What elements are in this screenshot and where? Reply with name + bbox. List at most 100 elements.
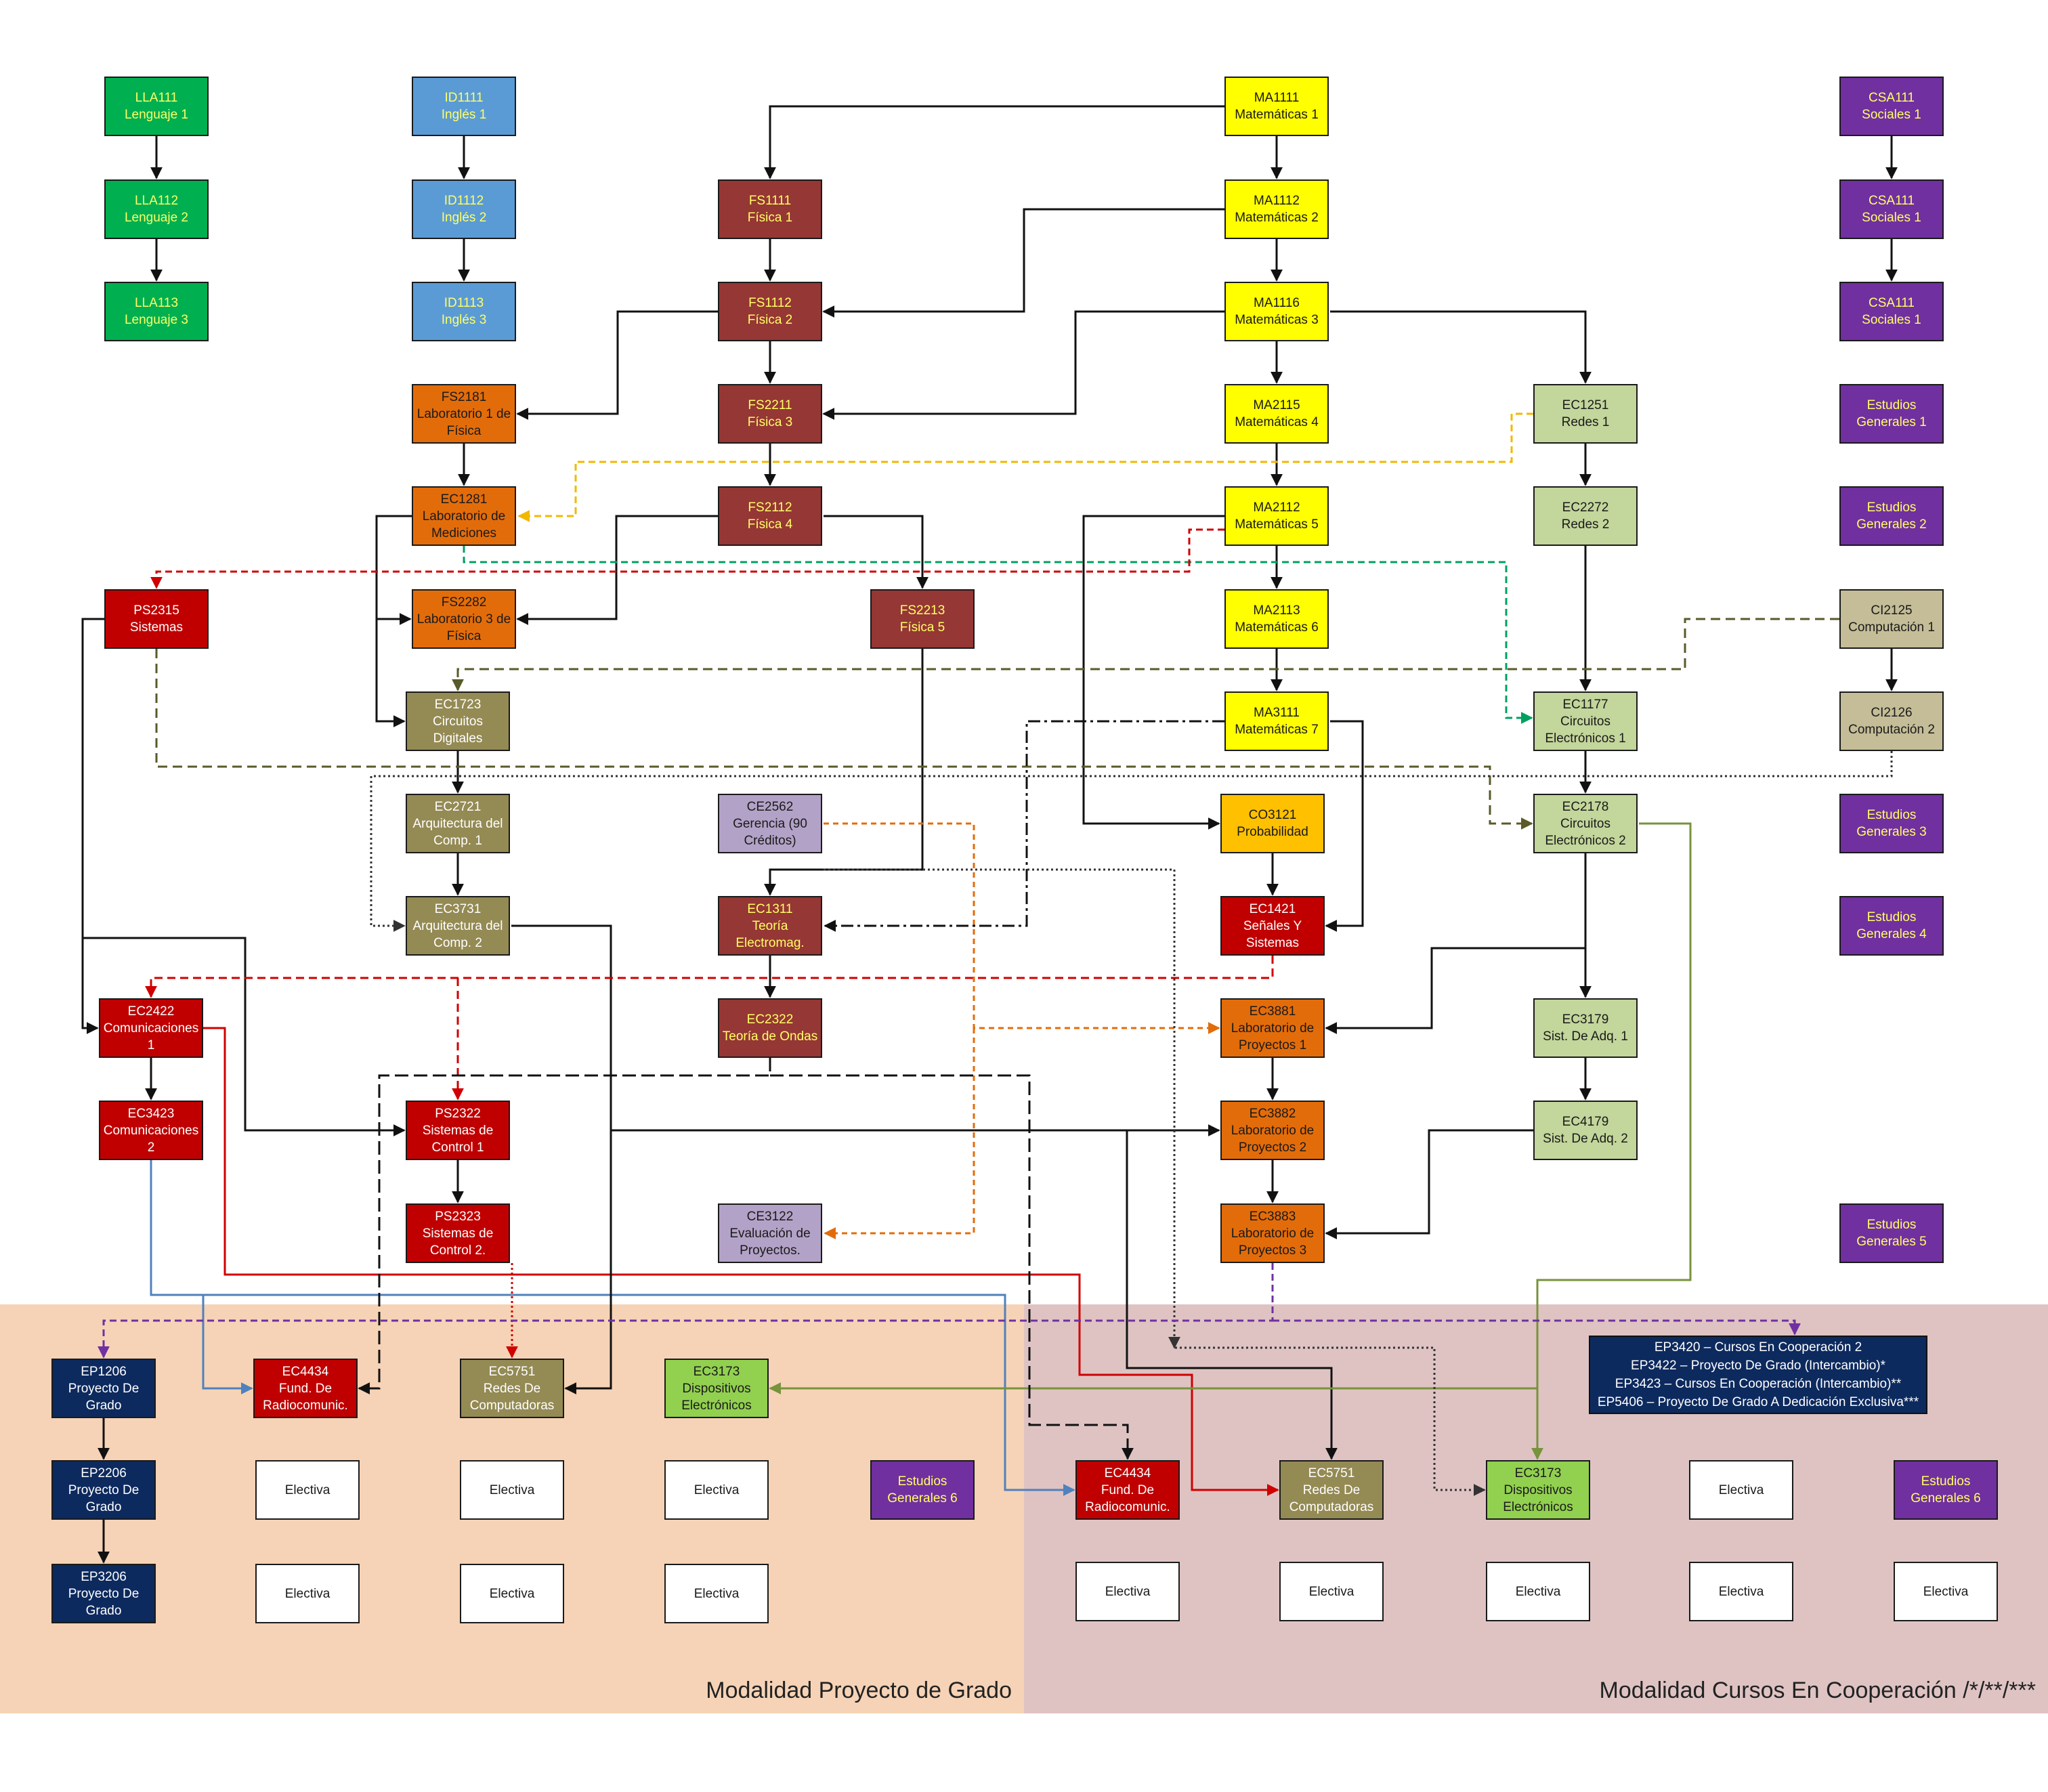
course-name: Redes De Computadoras bbox=[1289, 1482, 1374, 1514]
wire-ma3111-ec1311 bbox=[824, 720, 1224, 932]
course-code: EC2322 bbox=[746, 1012, 794, 1027]
course-code: Estudios bbox=[1866, 398, 1917, 412]
course-code: EC1311 bbox=[747, 901, 793, 916]
course-code: EC4434 bbox=[1104, 1466, 1151, 1480]
course-name: Redes 1 bbox=[1561, 415, 1610, 429]
course-name: Matemáticas 2 bbox=[1235, 211, 1319, 225]
wire-ec1421-ec2422 bbox=[145, 956, 1274, 998]
course-name: Inglés 2 bbox=[441, 211, 487, 225]
course-name: Comunicaciones 1 bbox=[103, 1021, 199, 1052]
course-name: Circuitos Electrónicos 2 bbox=[1545, 816, 1626, 848]
course-code: LLA113 bbox=[134, 296, 179, 310]
wire-ce2562-ec3881 bbox=[824, 822, 1220, 1034]
course-box-el3: Electiva bbox=[460, 1460, 564, 1520]
course-name: Laboratorio de Proyectos 2 bbox=[1231, 1123, 1315, 1155]
course-name: Generales 6 bbox=[1911, 1491, 1981, 1506]
wire-ma1112-fs1112 bbox=[822, 208, 1224, 318]
course-box-el1: Electiva bbox=[255, 1460, 360, 1520]
course-code: FS1112 bbox=[748, 296, 792, 310]
course-name: Arquitectura del Comp. 1 bbox=[412, 816, 503, 848]
course-name: Teoría Electromag. bbox=[735, 918, 805, 950]
course-code: MA1116 bbox=[1254, 296, 1300, 310]
course-code: EC1723 bbox=[434, 697, 482, 712]
course-name: Física 3 bbox=[747, 415, 793, 429]
course-name: Proyecto De Grado bbox=[68, 1381, 140, 1413]
course-code: EC2422 bbox=[127, 1004, 175, 1019]
course-name: Generales 6 bbox=[887, 1491, 958, 1506]
course-name: Electiva bbox=[1718, 1584, 1764, 1599]
course-name: Electiva bbox=[489, 1482, 535, 1497]
course-code: CI2125 bbox=[1871, 603, 1913, 618]
wire-ec3883-ep1206 bbox=[98, 1263, 1274, 1359]
course-name: Generales 3 bbox=[1856, 825, 1927, 839]
course-name: Física 1 bbox=[747, 211, 793, 225]
wire-ma1111-fs1111 bbox=[764, 105, 1224, 179]
wire-ci2125-ec1723 bbox=[452, 618, 1839, 691]
course-name: Laboratorio de Mediciones bbox=[422, 509, 506, 540]
course-name: Circuitos Digitales bbox=[433, 714, 483, 746]
course-code: EC3423 bbox=[127, 1106, 175, 1121]
wire-ec2178-ec3881 bbox=[1325, 947, 1585, 1034]
wire-ma2112-ps2315 bbox=[150, 528, 1224, 589]
course-code: PS2323 bbox=[435, 1209, 481, 1224]
course-name: Sistemas de Control 2. bbox=[422, 1226, 494, 1258]
course-name: Proyecto De Grado bbox=[68, 1586, 140, 1618]
course-name: Electiva bbox=[694, 1482, 740, 1497]
course-name: Lenguaje 1 bbox=[124, 108, 189, 122]
wire-fs2112-fs2213 bbox=[824, 515, 929, 589]
course-name: Laboratorio 1 de Física bbox=[417, 406, 511, 438]
course-name: Inglés 1 bbox=[441, 108, 487, 122]
course-code: CE3122 bbox=[746, 1209, 794, 1224]
wire-ps2315-ec2422 bbox=[81, 618, 104, 1034]
course-code: EC3173 bbox=[693, 1364, 740, 1379]
course-box-el8: Electiva bbox=[1279, 1562, 1384, 1621]
course-code: Estudios bbox=[897, 1474, 947, 1489]
course-box-el6: Electiva bbox=[664, 1564, 769, 1623]
course-code: MA2112 bbox=[1253, 500, 1300, 515]
course-code: EC3883 bbox=[1249, 1209, 1296, 1224]
course-code: FS2211 bbox=[748, 398, 792, 412]
course-code: PS2322 bbox=[435, 1106, 481, 1121]
course-name: Dispositivos Electrónicos bbox=[1503, 1482, 1573, 1514]
wire-ec4179-ec3883 bbox=[1325, 1129, 1533, 1239]
wire-ec3731-ec5751a bbox=[511, 924, 612, 1394]
course-code: MA1111 bbox=[1254, 91, 1300, 105]
coop-item: EP3422 – Proyecto De Grado (Intercambio)… bbox=[1631, 1359, 1885, 1373]
course-code: EC2272 bbox=[1562, 500, 1609, 515]
course-code: CSA111 bbox=[1869, 296, 1915, 310]
course-code: EC1177 bbox=[1562, 697, 1608, 712]
wire-ec1281-ec1723 bbox=[375, 619, 406, 727]
course-name: Matemáticas 3 bbox=[1235, 313, 1319, 327]
course-name: Lenguaje 3 bbox=[124, 313, 189, 327]
course-name: Física 2 bbox=[747, 313, 793, 327]
course-code: FS2282 bbox=[441, 595, 487, 610]
course-code: MA3111 bbox=[1254, 706, 1300, 720]
coop-item: EP5406 – Proyecto De Grado A Dedicación … bbox=[1597, 1395, 1919, 1409]
wire-ce2562-ce3122 bbox=[824, 1028, 975, 1239]
course-code: EP2206 bbox=[81, 1466, 127, 1480]
course-name: Dispositivos Electrónicos bbox=[681, 1381, 752, 1413]
course-name: Fund. De Radiocomunic. bbox=[263, 1381, 348, 1413]
